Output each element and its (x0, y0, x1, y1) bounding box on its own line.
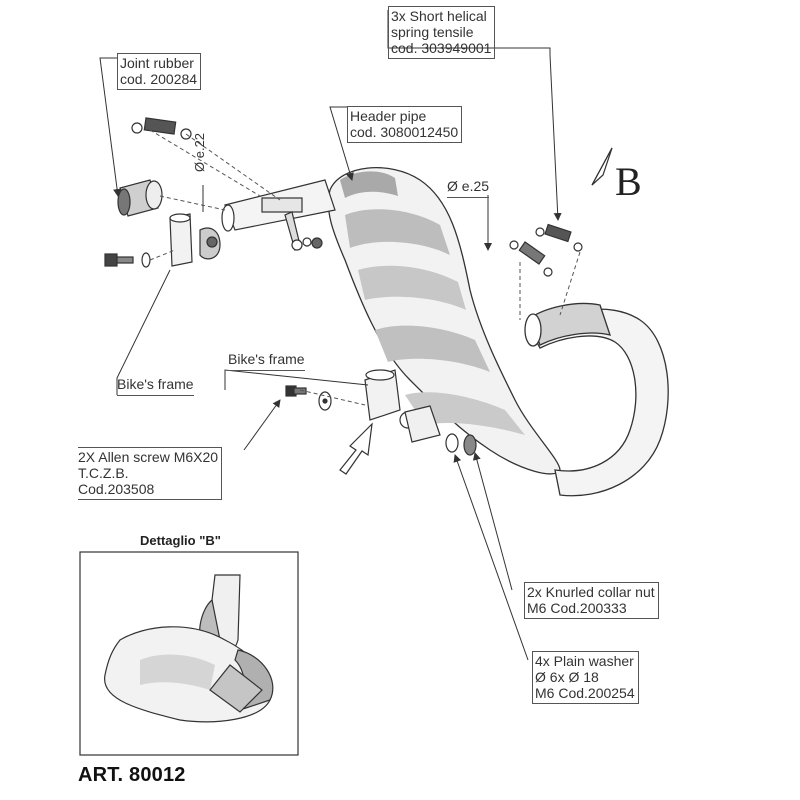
joint-rubber-line1: Joint rubber (120, 55, 194, 71)
joint-rubber (117, 179, 163, 217)
assembly-lines (149, 129, 581, 406)
diameter-22-label: Ø e.22 (192, 132, 207, 172)
leader-lines (99, 10, 562, 661)
plain-washer-line1: 4x Plain washer (535, 653, 634, 669)
knurled-nut-line1: 2x Knurled collar nut (527, 584, 655, 600)
springs-top-line2: spring tensile (391, 24, 474, 40)
plain-washer-line3: M6 Cod.200254 (535, 685, 635, 701)
expansion-chamber (327, 167, 561, 475)
left-bracket-hardware (104, 213, 323, 268)
detail-b-title: Dettaglio "B" (140, 533, 221, 548)
joint-rubber-line2: cod. 200284 (120, 71, 198, 87)
allen-screw-line1: 2X Allen screw M6X20 (78, 449, 219, 465)
header-pipe-line2: cod. 3080012450 (350, 124, 459, 140)
knurled-nut-label: 2x Knurled collar nut M6 Cod.200333 (524, 582, 659, 619)
diameter-25-label: Ø e.25 (447, 178, 490, 198)
detail-b-box (79, 551, 299, 756)
knurled-nut-line2: M6 Cod.200333 (527, 600, 627, 616)
springs-top-line3: cod. 303949001 (391, 40, 492, 56)
article-number: ART. 80012 (78, 764, 186, 786)
bikes-frame-left-label: Bike's frame (117, 376, 194, 396)
tail-pipe (524, 302, 669, 497)
plain-washer-line2: Ø 6x Ø 18 (535, 669, 599, 685)
center-bracket-hardware (285, 369, 477, 456)
frame-arrow (339, 422, 373, 475)
springs-top-label: 3x Short helical spring tensile cod. 303… (388, 6, 496, 59)
allen-screw-line3: Cod.203508 (78, 481, 155, 497)
bikes-frame-center-label: Bike's frame (228, 351, 305, 371)
joint-rubber-label: Joint rubber cod. 200284 (117, 53, 202, 90)
allen-screw-line2: T.C.Z.B. (78, 465, 129, 481)
header-pipe-line1: Header pipe (350, 108, 427, 124)
detail-b-pipe (104, 574, 274, 723)
spring-left (131, 117, 192, 140)
header-pipe-label: Header pipe cod. 3080012450 (347, 106, 463, 143)
header-pipe-end (221, 179, 336, 252)
springs-right (509, 223, 583, 277)
plain-washer-label: 4x Plain washer Ø 6x Ø 18 M6 Cod.200254 (532, 651, 639, 704)
allen-screw-label: 2X Allen screw M6X20 T.C.Z.B. Cod.203508 (78, 447, 223, 500)
view-b-letter: B (615, 159, 642, 204)
springs-top-line1: 3x Short helical (391, 8, 487, 24)
